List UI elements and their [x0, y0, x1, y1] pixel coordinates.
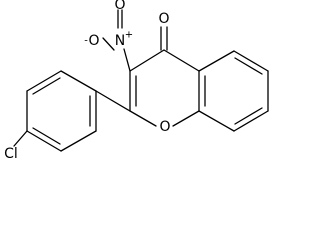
nitro-oxygen-minus-label: O — [88, 33, 99, 49]
bond-c8-c8a — [198, 110, 235, 132]
bond-c3-n — [123, 48, 131, 72]
bond-c7-c8-inner — [234, 107, 263, 125]
bond-c6p-c1p — [60, 70, 97, 92]
carbonyl-oxygen-label: O — [158, 11, 169, 27]
chlorine-label: Cl — [4, 146, 18, 162]
bond-c7-c8 — [233, 110, 269, 132]
bond-c2p-c3p — [60, 130, 97, 152]
nitro-oxygen-minus-charge: - — [84, 36, 88, 47]
ring-oxygen-label: O — [159, 119, 170, 135]
bond-c3-c4 — [129, 49, 165, 72]
bond-c4-c4a — [163, 49, 200, 72]
bond-c2-c1prime — [95, 90, 131, 112]
bond-c4p-cl — [13, 130, 28, 147]
bond-c3p-c4p — [26, 130, 62, 152]
nitro-nitrogen-charge: + — [125, 30, 133, 41]
nitro-oxygen-double-label: O — [114, 0, 125, 13]
chemical-structure: O - N + O O O Cl — [4, 0, 269, 162]
bond-c5-c6-inner — [234, 57, 263, 75]
atom-labels: O - N + O O O Cl — [4, 0, 170, 162]
bond-c5-c6 — [233, 50, 269, 72]
bonds — [13, 9, 269, 152]
bond-o1-c2 — [129, 110, 157, 127]
bond-c5p-c6p-inner — [32, 77, 61, 95]
bond-c5p-c6p — [26, 70, 62, 92]
bond-c8a-o1 — [172, 110, 200, 127]
nitro-nitrogen-label: N — [115, 33, 125, 49]
bond-nitro-n-o-minus — [102, 37, 115, 51]
bond-c3p-c4p-inner — [32, 127, 61, 145]
bond-c4a-c5 — [198, 50, 235, 72]
